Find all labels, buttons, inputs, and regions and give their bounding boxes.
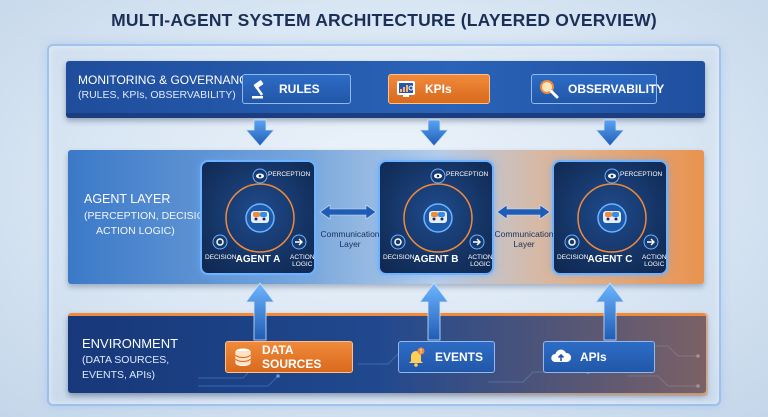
data-sources-chip[interactable]: DATA SOURCES	[225, 341, 353, 373]
environment-subtitle-2: EVENTS, APIs)	[82, 369, 155, 381]
agent-a-action-1: ACTION	[290, 254, 315, 261]
agent-a-name: AGENT A	[235, 254, 281, 265]
events-chip[interactable]: ! EVENTS	[398, 341, 495, 373]
monitoring-title: MONITORING & GOVERNANCE	[78, 73, 256, 87]
data-sources-label: DATA SOURCES	[262, 343, 322, 371]
agent-a-decision: DECISION	[205, 254, 237, 261]
dashboard-icon	[395, 78, 417, 100]
agent-c-decision: DECISION	[557, 254, 589, 261]
agent-layer-label: AGENT LAYER (PERCEPTION, DECISION, ACTIO…	[84, 192, 215, 239]
agent-a-perception: PERCEPTION	[268, 171, 311, 178]
agent-b-name: AGENT B	[413, 254, 459, 265]
apis-label: APIs	[580, 350, 607, 364]
outer-frame	[47, 44, 721, 406]
monitoring-label: MONITORING & GOVERNANCE (RULES, KPIs, OB…	[78, 73, 256, 103]
comm-ab-line1: Communication	[320, 229, 380, 239]
kpis-chip[interactable]: KPIs	[388, 74, 490, 104]
agent-c-name: AGENT C	[587, 254, 633, 265]
agent-b-action-2: LOGIC	[470, 261, 491, 268]
comm-bc-line1: Communication	[494, 229, 554, 239]
communication-label-bc: Communication Layer	[494, 229, 554, 249]
diagram-title: MULTI-AGENT SYSTEM ARCHITECTURE (LAYERED…	[111, 10, 657, 30]
gavel-icon	[249, 78, 271, 100]
agent-a-action-2: LOGIC	[292, 261, 313, 268]
agent-b-decision: DECISION	[383, 254, 415, 261]
database-icon	[232, 346, 254, 368]
environment-label: ENVIRONMENT (DATA SOURCES, EVENTS, APIs)	[82, 336, 178, 383]
magnifier-icon	[538, 78, 560, 100]
monitoring-subtitle: (RULES, KPIs, OBSERVABILITY)	[78, 89, 236, 101]
rules-label: RULES	[279, 82, 320, 96]
rules-chip[interactable]: RULES	[242, 74, 351, 104]
environment-subtitle-1: (DATA SOURCES,	[82, 354, 170, 366]
agent-layer-title: AGENT LAYER	[84, 192, 171, 206]
observability-label: OBSERVABILITY	[568, 82, 665, 96]
comm-ab-line2: Layer	[339, 239, 361, 249]
cloud-upload-icon	[550, 346, 572, 368]
agent-c-perception: PERCEPTION	[620, 171, 663, 178]
agent-c-action-1: ACTION	[642, 254, 667, 261]
agent-b-action-1: ACTION	[468, 254, 493, 261]
agent-b-perception: PERCEPTION	[446, 171, 489, 178]
apis-chip[interactable]: APIs	[543, 341, 655, 373]
kpis-label: KPIs	[425, 82, 452, 96]
agent-c-action-2: LOGIC	[644, 261, 665, 268]
communication-label-ab: Communication Layer	[320, 229, 380, 249]
observability-chip[interactable]: OBSERVABILITY	[531, 74, 664, 104]
svg-text:!: !	[420, 349, 422, 355]
agent-layer-subtitle-1: (PERCEPTION, DECISION,	[84, 210, 216, 222]
environment-title: ENVIRONMENT	[82, 336, 179, 351]
agent-layer-subtitle-2: ACTION LOGIC)	[96, 225, 175, 237]
events-label: EVENTS	[435, 350, 484, 364]
bell-icon: !	[405, 346, 427, 368]
comm-bc-line2: Layer	[513, 239, 535, 249]
